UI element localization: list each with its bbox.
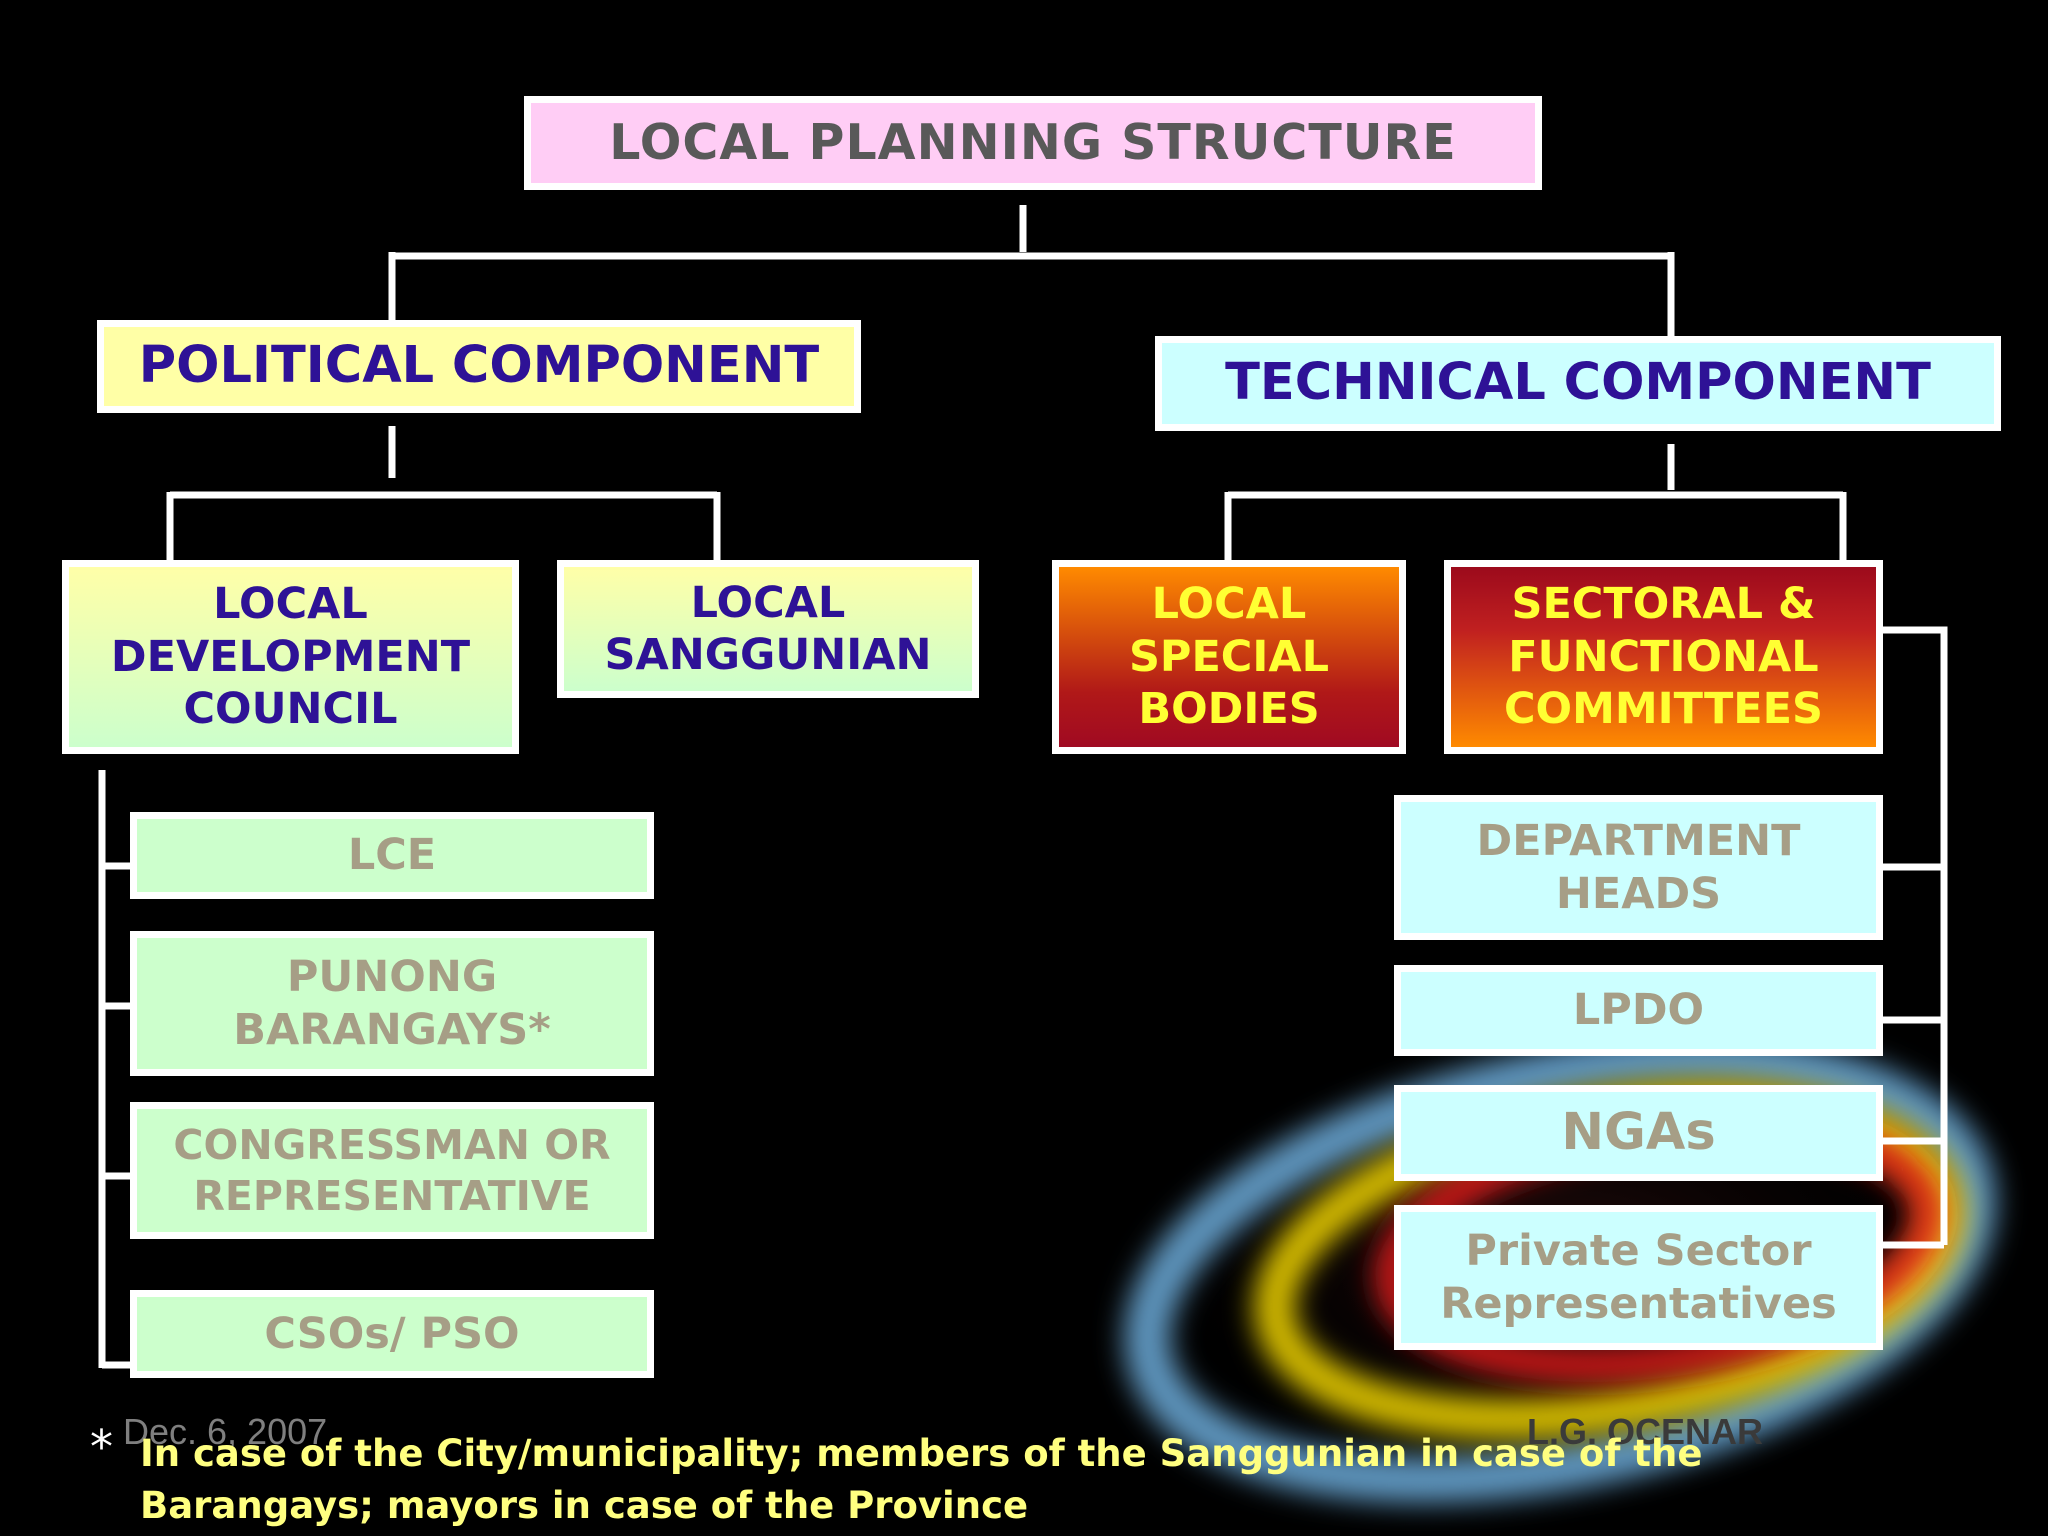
ldc-line-1: LOCAL	[213, 579, 368, 630]
ls-line-2: SANGGUNIAN	[604, 630, 932, 680]
lsb-line-1: LOCAL	[1151, 579, 1307, 630]
connector-political	[166, 426, 721, 560]
ldc-line-3: COUNCIL	[183, 684, 398, 735]
local-development-council-box: LOCAL DEVELOPMENT COUNCIL	[62, 560, 519, 754]
ngas-label: NGAs	[1561, 1102, 1716, 1162]
punong-line-1: PUNONG	[286, 952, 498, 1003]
sfc-line-2: FUNCTIONAL	[1508, 631, 1819, 682]
congressman-box: CONGRESSMAN OR REPRESENTATIVE	[130, 1102, 654, 1239]
punong-line-2: BARANGAYS*	[233, 1004, 551, 1055]
dept-line-2: HEADS	[1555, 868, 1722, 919]
lsb-line-2: SPECIAL	[1128, 631, 1330, 682]
lpdo-box: LPDO	[1394, 965, 1883, 1056]
lce-label: LCE	[347, 830, 437, 881]
private-sector-box: Private Sector Representatives	[1394, 1205, 1883, 1350]
private-line-1: Private Sector	[1465, 1226, 1812, 1277]
sfc-line-3: COMMITTEES	[1503, 684, 1824, 735]
title-box: LOCAL PLANNING STRUCTURE	[524, 96, 1542, 190]
ngas-box: NGAs	[1394, 1085, 1883, 1181]
sectoral-functional-committees-box: SECTORAL & FUNCTIONAL COMMITTEES	[1444, 560, 1883, 754]
lsb-line-3: BODIES	[1138, 684, 1320, 735]
local-special-bodies-box: LOCAL SPECIAL BODIES	[1052, 560, 1406, 754]
ldc-line-2: DEVELOPMENT	[110, 631, 471, 682]
connector-root	[388, 205, 1675, 336]
footnote-line-1: In case of the City/municipality; member…	[140, 1432, 1703, 1475]
ring-blue	[1124, 1037, 1996, 1503]
connector-technical	[1224, 444, 1847, 560]
technical-component-box: TECHNICAL COMPONENT	[1155, 336, 2001, 431]
private-line-2: Representatives	[1440, 1278, 1837, 1329]
technical-component-label: TECHNICAL COMPONENT	[1225, 353, 1931, 413]
connector-sfc-members	[1880, 626, 1948, 1249]
dept-line-1: DEPARTMENT	[1476, 816, 1801, 867]
lce-box: LCE	[130, 812, 654, 899]
punong-barangays-box: PUNONG BARANGAYS*	[130, 931, 654, 1076]
csos-label: CSOs/ PSO	[264, 1308, 520, 1359]
political-component-label: POLITICAL COMPONENT	[138, 336, 820, 396]
footnote-line-2: Barangays; mayors in case of the Provinc…	[140, 1483, 1029, 1527]
department-heads-box: DEPARTMENT HEADS	[1394, 795, 1883, 940]
footer-author: L.G. OCENAR	[1527, 1411, 1764, 1452]
congressman-line-2: REPRESENTATIVE	[193, 1171, 591, 1220]
footer-date: Dec. 6, 2007	[123, 1411, 328, 1452]
sfc-line-1: SECTORAL &	[1511, 579, 1816, 630]
page-title: LOCAL PLANNING STRUCTURE	[609, 114, 1457, 172]
congressman-line-1: CONGRESSMAN OR	[173, 1121, 611, 1170]
connector-ldc-members	[98, 770, 134, 1369]
footnote-asterisk: *	[90, 1420, 113, 1474]
footnote: In case of the City/municipality; member…	[140, 1428, 2000, 1532]
csos-pso-box: CSOs/ PSO	[130, 1290, 654, 1378]
local-sanggunian-box: LOCAL SANGGUNIAN	[557, 560, 979, 698]
political-component-box: POLITICAL COMPONENT	[97, 320, 861, 413]
lpdo-label: LPDO	[1572, 985, 1705, 1036]
ls-line-1: LOCAL	[690, 577, 846, 628]
